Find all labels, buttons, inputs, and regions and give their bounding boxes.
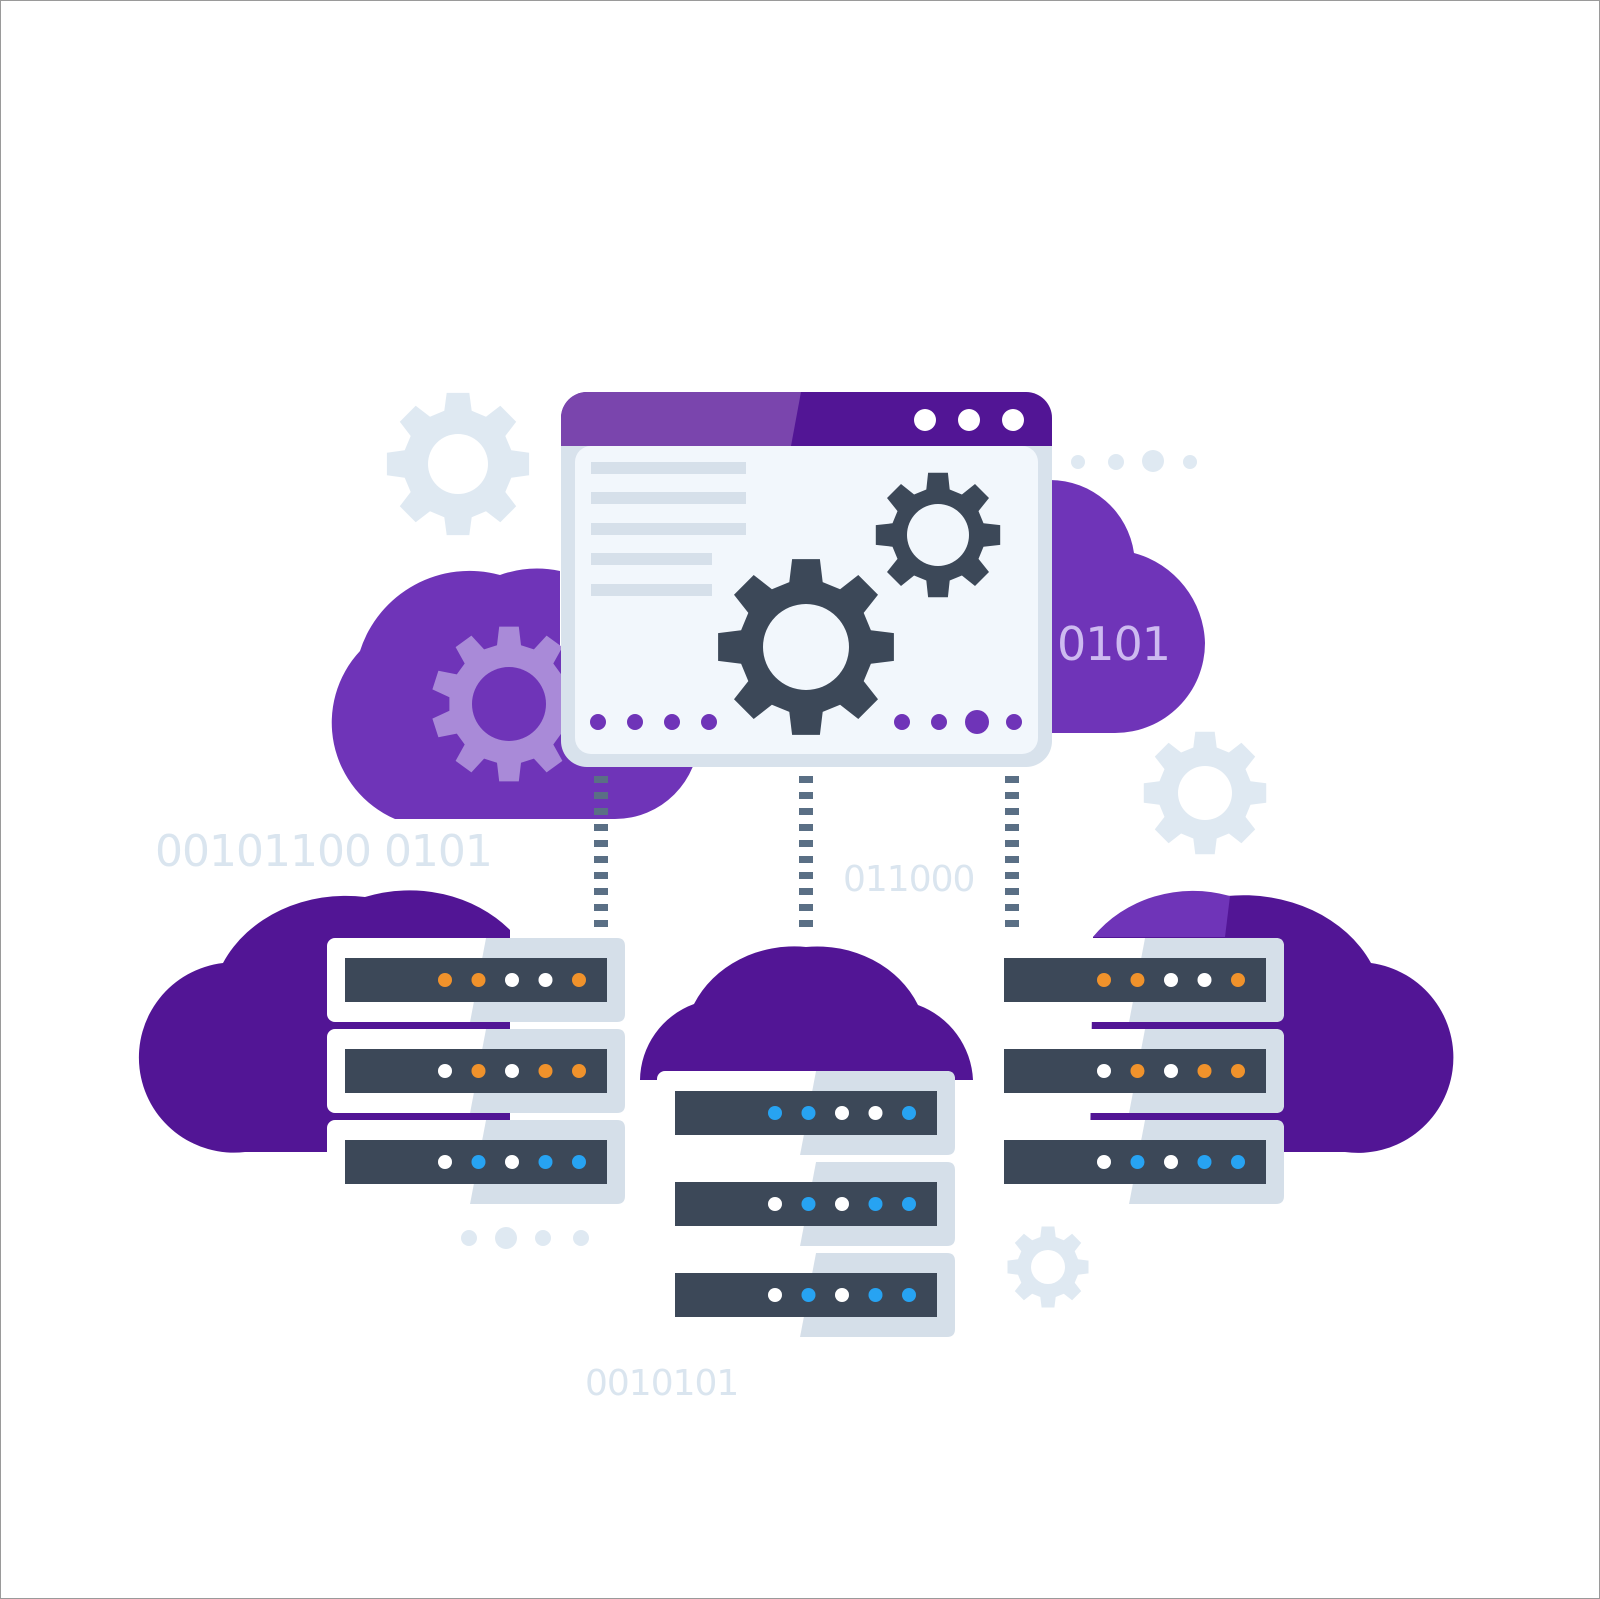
server-led [1097, 1064, 1111, 1078]
server-led [505, 973, 519, 987]
gear-hole [472, 667, 546, 741]
binary-label-cloud: 0101 [1057, 617, 1170, 671]
gear-hole [1031, 1250, 1065, 1284]
binary-label-bottom: 0010101 [585, 1363, 738, 1404]
cloud-icon [1093, 890, 1230, 937]
gear-hole [1178, 766, 1232, 820]
gear-hole [428, 434, 488, 494]
server-led [1097, 1155, 1111, 1169]
server-led [1130, 1064, 1145, 1078]
server-led [868, 1106, 883, 1120]
window-dot [1002, 409, 1024, 431]
cloud-icon [640, 946, 973, 1080]
browser-window-icon [561, 392, 1052, 767]
server-led [835, 1106, 849, 1120]
server-led [801, 1197, 816, 1211]
server-led [438, 1064, 452, 1078]
server-led [1164, 1064, 1178, 1078]
server-led [768, 1197, 782, 1211]
text-line [591, 553, 712, 565]
server-led [902, 1197, 916, 1211]
window-status-dots [590, 710, 1022, 734]
server-led [868, 1197, 883, 1211]
server-led [538, 1064, 553, 1078]
gear-hole [763, 604, 849, 690]
binary-label-left: 00101100 0101 [155, 826, 492, 877]
server-led [471, 973, 486, 987]
server-led [1164, 973, 1178, 987]
server-led [902, 1106, 916, 1120]
window-dot [958, 409, 980, 431]
server-led [1097, 973, 1111, 987]
server-led [1231, 1064, 1245, 1078]
server-led [1231, 973, 1245, 987]
server-rack-icon [986, 938, 1284, 1204]
text-line [591, 462, 746, 474]
server-led [471, 1155, 486, 1169]
decor-dots-top [1071, 450, 1197, 472]
server-led [572, 1155, 586, 1169]
server-led [1130, 1155, 1145, 1169]
server-led [1197, 973, 1212, 987]
server-led [868, 1288, 883, 1302]
server-led [801, 1288, 816, 1302]
server-rack-icon [327, 938, 625, 1204]
server-led [801, 1106, 816, 1120]
server-rack-icon [657, 1071, 955, 1337]
server-led [438, 973, 452, 987]
server-led [505, 1064, 519, 1078]
server-led [1164, 1155, 1178, 1169]
server-led [1197, 1064, 1212, 1078]
server-led [505, 1155, 519, 1169]
background-gears [386, 392, 1267, 1308]
server-led [835, 1288, 849, 1302]
text-line [591, 523, 746, 535]
server-led [572, 973, 586, 987]
gear-hole [907, 504, 969, 566]
server-led [902, 1288, 916, 1302]
server-led [768, 1288, 782, 1302]
gear-icon [432, 626, 586, 782]
server-led [1197, 1155, 1212, 1169]
binary-label-center: 011000 [843, 859, 974, 900]
text-line [591, 584, 712, 596]
server-led [538, 973, 553, 987]
text-line [591, 492, 746, 504]
server-led [438, 1155, 452, 1169]
decor-dots-bottom [461, 1227, 589, 1249]
server-led [835, 1197, 849, 1211]
window-dot [914, 409, 936, 431]
server-led [572, 1064, 586, 1078]
server-led [1231, 1155, 1245, 1169]
connector-lines [594, 776, 1019, 935]
server-led [768, 1106, 782, 1120]
server-led [538, 1155, 553, 1169]
server-led [471, 1064, 486, 1078]
gear-icon [718, 472, 1001, 735]
cloud-icon [1050, 480, 1205, 733]
server-led [1130, 973, 1145, 987]
